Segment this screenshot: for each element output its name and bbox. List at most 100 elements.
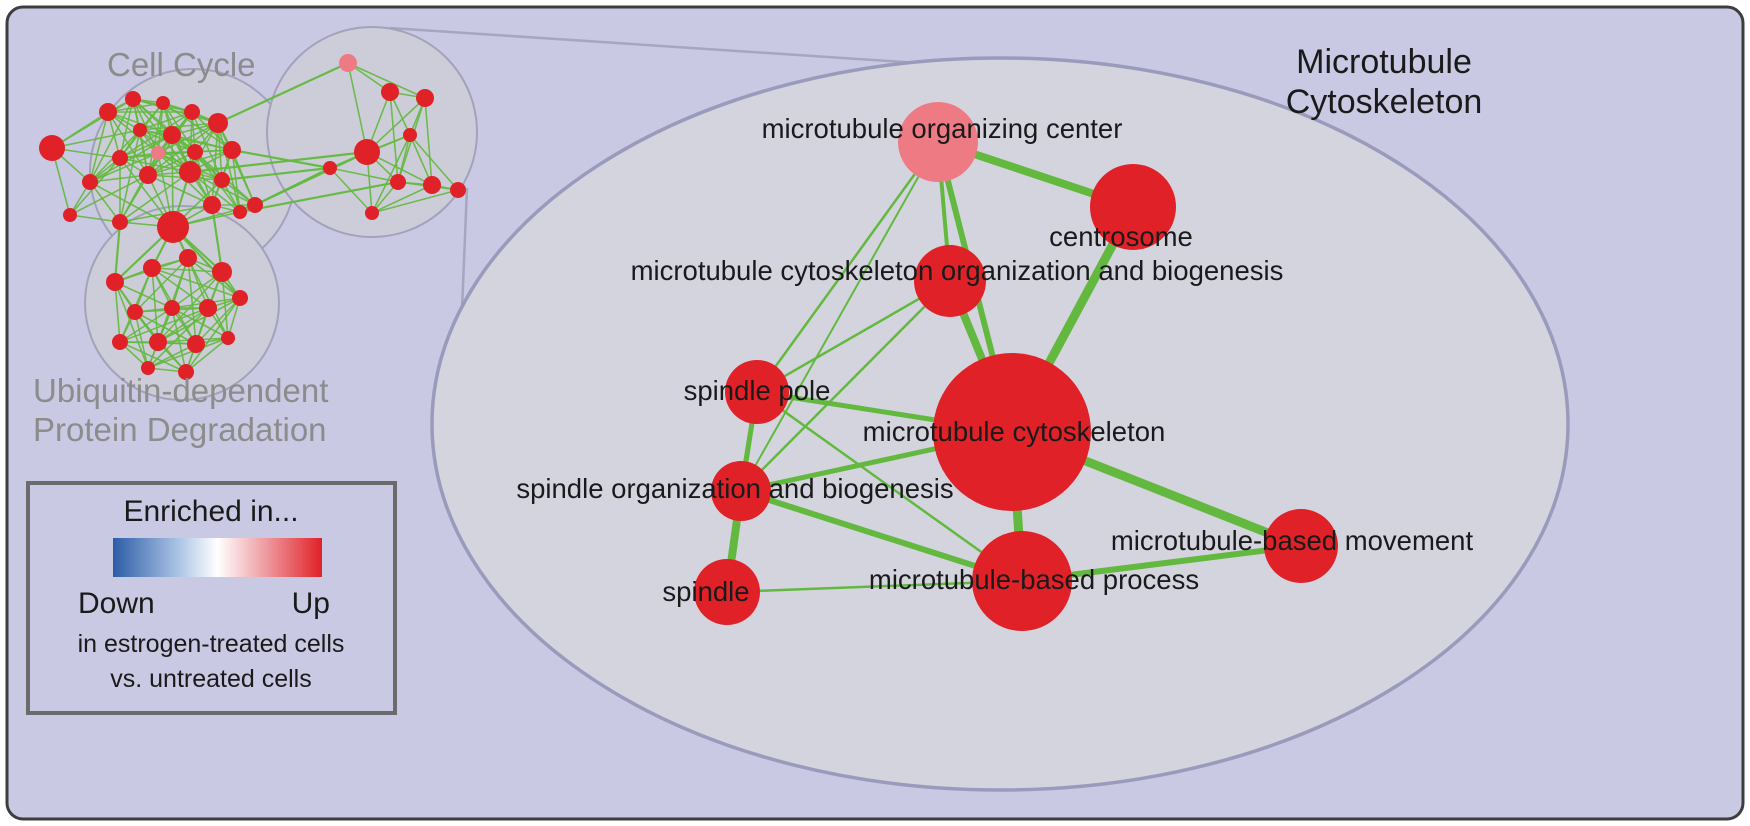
small-network-node <box>164 300 180 316</box>
small-network-node <box>232 290 248 306</box>
small-network-edge <box>114 281 121 343</box>
small-network-node <box>112 214 128 230</box>
small-network-node <box>178 364 194 380</box>
cell-cycle-label: Cell Cycle <box>107 46 256 83</box>
small-network-edge <box>114 281 149 369</box>
small-network-edge <box>114 281 173 309</box>
small-network-edge <box>171 134 233 151</box>
small-network-node <box>151 146 165 160</box>
small-network-edge <box>157 122 219 154</box>
small-network-edge <box>157 297 241 343</box>
small-network-node <box>450 182 466 198</box>
small-network-edge <box>221 271 229 339</box>
small-network-edge <box>189 171 256 206</box>
microtubule-title-line1: Microtubule <box>1296 43 1472 81</box>
small-network-bridge-edge <box>210 204 224 273</box>
legend-caption-line2: vs. untreated cells <box>110 665 312 693</box>
small-network-edge <box>424 97 433 186</box>
small-network-edge <box>119 134 173 159</box>
small-network-edge <box>51 98 134 149</box>
small-network-edge <box>119 307 173 343</box>
edge-moc--spindle_pole <box>755 140 940 394</box>
small-network-node <box>390 174 406 190</box>
small-network-edge <box>409 134 459 191</box>
edge-mcob--spindle_pole <box>755 279 952 394</box>
small-network-edge <box>151 267 209 309</box>
small-network-edge <box>157 307 209 343</box>
small-network-node <box>416 89 434 107</box>
small-network-node <box>247 197 263 213</box>
cluster-circle-ubiquitin-degradation <box>84 205 280 401</box>
zoom-network: microtubule organizing center centrosome m… <box>516 102 1473 631</box>
edge-mcob--sob <box>739 279 952 493</box>
small-network-node <box>354 139 380 165</box>
small-network-edge <box>119 157 191 173</box>
small-network-edge <box>89 134 173 183</box>
small-network-node <box>127 304 143 320</box>
small-network-node <box>99 103 117 121</box>
small-network-bridge-edge <box>254 151 368 206</box>
small-network-edge <box>89 181 121 223</box>
small-network-bridge-edge <box>231 148 331 170</box>
small-network-node <box>365 206 379 220</box>
node-moc <box>898 102 978 182</box>
node-label-mbm: microtubule-based movement <box>1111 525 1474 556</box>
small-network-node <box>157 211 189 243</box>
small-network-edge <box>329 167 399 183</box>
small-network-node <box>381 83 399 101</box>
small-network-edge <box>231 149 241 213</box>
small-network-edge <box>195 297 241 345</box>
small-network-node <box>112 150 128 166</box>
small-network-edge <box>89 174 149 183</box>
small-network-edge <box>151 267 241 299</box>
small-network-edge <box>347 62 426 99</box>
edge-moc--sob <box>740 141 939 492</box>
small-network-edge <box>134 311 197 345</box>
small-network-edge <box>147 102 164 176</box>
legend-caption-line1: in estrogen-treated cells <box>78 630 345 658</box>
small-network-node <box>125 91 141 107</box>
small-network-node <box>339 54 357 72</box>
small-network-node <box>139 166 157 184</box>
legend-down-label: Down <box>78 587 155 620</box>
small-network-edge <box>69 174 149 216</box>
small-network-node <box>199 299 217 317</box>
small-network-edge <box>409 134 433 186</box>
legend-up-label: Up <box>292 587 330 620</box>
node-centrosome <box>1090 164 1176 250</box>
node-label-moc: microtubule organizing center <box>762 113 1123 144</box>
small-network-edge <box>107 111 159 154</box>
small-network-node <box>423 176 441 194</box>
small-network-node <box>63 208 77 222</box>
small-network-edge <box>69 214 121 223</box>
small-network <box>39 26 478 401</box>
small-network-node <box>221 331 235 345</box>
small-network-node <box>163 126 181 144</box>
small-network-edge <box>89 98 134 183</box>
ubiquitin-label-line2: Protein Degradation <box>33 411 327 448</box>
node-mbm <box>1264 509 1338 583</box>
small-network-node <box>179 161 201 183</box>
small-network-node <box>203 196 221 214</box>
microtubule-title-line2: Cytoskeleton <box>1286 83 1483 121</box>
small-network-edge <box>371 184 433 214</box>
small-network-edge <box>119 129 141 223</box>
small-network-node <box>156 96 170 110</box>
small-network-edge <box>187 257 197 345</box>
node-mbp <box>972 531 1072 631</box>
small-network-edge <box>89 152 159 183</box>
legend-box <box>26 481 397 715</box>
node-label-sob: spindle organization and biogenesis <box>516 473 953 504</box>
small-network-node <box>208 113 228 133</box>
node-spindle_pole <box>725 360 789 424</box>
small-network-edge <box>132 98 196 153</box>
node-label-centrosome: centrosome <box>1049 221 1193 252</box>
small-network-node <box>214 172 230 188</box>
legend: Enriched in... Down Up in estrogen-treat… <box>26 481 397 715</box>
small-network-node <box>403 128 417 142</box>
small-network-edge <box>171 307 229 339</box>
small-network-edge <box>134 311 149 369</box>
small-network-edge <box>185 297 241 373</box>
small-network-edge <box>119 171 191 223</box>
small-network-node <box>184 104 200 120</box>
